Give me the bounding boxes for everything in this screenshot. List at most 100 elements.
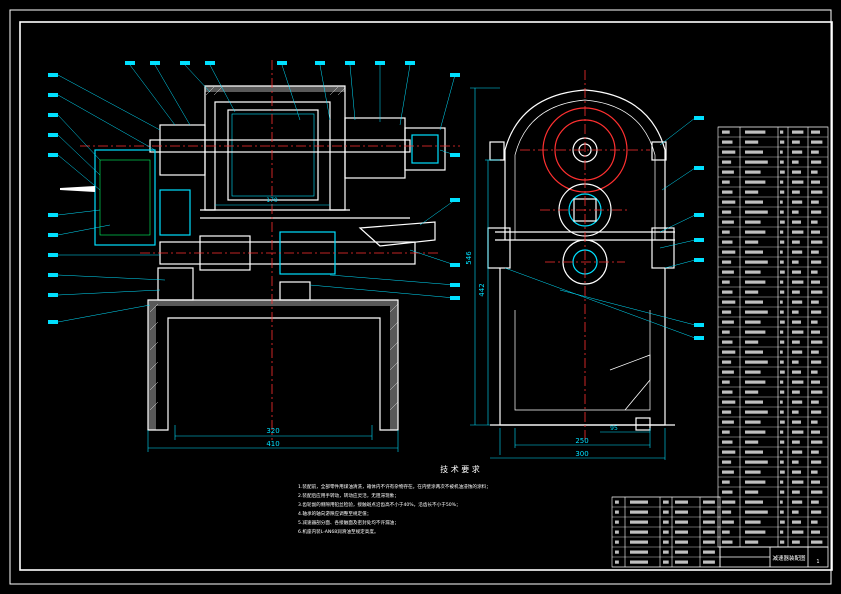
table-cell-glyphs bbox=[811, 380, 820, 384]
table-cell-glyphs bbox=[745, 310, 768, 314]
table-cell-glyphs bbox=[811, 340, 823, 344]
table-cell-glyphs bbox=[630, 550, 648, 554]
table-cell-glyphs bbox=[745, 240, 759, 244]
dim-side-height-total: 546 bbox=[465, 251, 473, 265]
table-cell-glyphs bbox=[745, 520, 761, 524]
table-cell-glyphs bbox=[811, 310, 822, 314]
table-cell-glyphs bbox=[675, 550, 688, 554]
front-dimensions bbox=[147, 204, 399, 452]
table-cell-glyphs bbox=[745, 210, 768, 214]
table-cell-glyphs bbox=[780, 280, 784, 284]
note-line: 5.减速器剖分面、各接触面及密封处均不许漏油； bbox=[298, 519, 399, 526]
table-cell-glyphs bbox=[792, 330, 804, 334]
table-cell-glyphs bbox=[615, 530, 619, 534]
table-cell-glyphs bbox=[615, 540, 619, 544]
table-cell-glyphs bbox=[675, 500, 688, 504]
table-cell-glyphs bbox=[722, 400, 736, 404]
table-cell-glyphs bbox=[811, 480, 820, 484]
note-line: 6.机座内装L-AN68润滑油至规定高度。 bbox=[298, 528, 379, 535]
table-cell-glyphs bbox=[792, 490, 800, 494]
table-cell-glyphs bbox=[745, 470, 761, 474]
dim-side-foot: 95 bbox=[610, 425, 618, 432]
table-cell-glyphs bbox=[615, 500, 619, 504]
table-cell-glyphs bbox=[792, 220, 801, 224]
table-cell-glyphs bbox=[780, 470, 785, 474]
table-cell-glyphs bbox=[780, 210, 784, 214]
table-cell-glyphs bbox=[811, 140, 823, 144]
table-cell-glyphs bbox=[675, 540, 688, 544]
table-cell-glyphs bbox=[722, 500, 736, 504]
front-balloon-marks bbox=[48, 61, 460, 324]
table-cell-glyphs bbox=[745, 330, 766, 334]
table-cell-glyphs bbox=[811, 530, 820, 534]
table-cell-glyphs bbox=[811, 250, 819, 254]
table-cell-glyphs bbox=[811, 180, 820, 184]
table-cell-glyphs bbox=[745, 510, 768, 514]
table-cell-glyphs bbox=[745, 170, 761, 174]
table-cell-glyphs bbox=[792, 480, 804, 484]
table-cell-glyphs bbox=[745, 140, 759, 144]
table-cell-glyphs bbox=[722, 170, 734, 174]
table-cell-glyphs bbox=[722, 310, 732, 314]
table-cell-glyphs bbox=[780, 440, 785, 444]
table-cell-glyphs bbox=[722, 530, 730, 534]
table-cell-glyphs bbox=[780, 500, 783, 504]
dim-side-height-upper: 442 bbox=[478, 283, 486, 296]
dim-front-base-outer: 410 bbox=[266, 440, 279, 448]
table-cell-glyphs bbox=[722, 480, 730, 484]
table-cell-glyphs bbox=[722, 450, 736, 454]
table-cell-glyphs bbox=[745, 220, 761, 224]
table-cell-glyphs bbox=[663, 520, 669, 524]
table-cell-glyphs bbox=[792, 170, 801, 174]
table-cell-glyphs bbox=[780, 150, 783, 154]
table-cell-glyphs bbox=[780, 290, 785, 294]
table-cell-glyphs bbox=[745, 360, 768, 364]
table-cell-glyphs bbox=[722, 140, 733, 144]
title-block-sheet: 1 bbox=[816, 559, 819, 565]
table-cell-glyphs bbox=[722, 240, 733, 244]
table-cell-glyphs bbox=[745, 390, 759, 394]
table-cell-glyphs bbox=[780, 160, 784, 164]
side-dimensions bbox=[470, 87, 666, 460]
table-cell-glyphs bbox=[780, 450, 783, 454]
table-cell-glyphs bbox=[745, 490, 759, 494]
table-cell-glyphs bbox=[703, 550, 715, 554]
table-cell-glyphs bbox=[811, 430, 820, 434]
table-cell-glyphs bbox=[663, 530, 669, 534]
table-cell-glyphs bbox=[811, 130, 820, 134]
table-cell-glyphs bbox=[615, 560, 619, 564]
table-cell-glyphs bbox=[703, 540, 715, 544]
table-cell-glyphs bbox=[792, 200, 803, 204]
table-cell-glyphs bbox=[811, 170, 818, 174]
table-cell-glyphs bbox=[811, 350, 819, 354]
table-cell-glyphs bbox=[663, 510, 669, 514]
table-cell-glyphs bbox=[745, 160, 768, 164]
table-cell-glyphs bbox=[745, 250, 763, 254]
note-line: 3.齿轮副的侧隙用铅丝检验，接触斑点沿齿高不小于40%，沿齿长不小于50%； bbox=[298, 501, 461, 508]
table-cell-glyphs bbox=[722, 420, 734, 424]
table-cell-glyphs bbox=[630, 510, 648, 514]
table-cell-glyphs bbox=[722, 390, 733, 394]
table-cell-glyphs bbox=[792, 160, 799, 164]
table-cell-glyphs bbox=[780, 490, 785, 494]
table-cell-glyphs bbox=[792, 350, 803, 354]
table-cell-glyphs bbox=[745, 290, 759, 294]
table-cell-glyphs bbox=[811, 330, 820, 334]
table-cell-glyphs bbox=[811, 460, 822, 464]
table-cell-glyphs bbox=[745, 180, 766, 184]
table-cell-glyphs bbox=[811, 500, 819, 504]
table-cell-glyphs bbox=[811, 540, 823, 544]
table-cell-glyphs bbox=[722, 270, 734, 274]
table-cell-glyphs bbox=[722, 250, 736, 254]
table-cell-glyphs bbox=[780, 390, 785, 394]
table-cell-glyphs bbox=[745, 350, 763, 354]
table-cell-glyphs bbox=[722, 320, 734, 324]
table-cell-glyphs bbox=[792, 440, 800, 444]
table-cell-glyphs bbox=[722, 290, 733, 294]
table-cell-glyphs bbox=[811, 210, 822, 214]
table-cell-glyphs bbox=[780, 130, 784, 134]
table-cell-glyphs bbox=[722, 190, 733, 194]
side-balloon-marks bbox=[694, 116, 704, 340]
table-cell-glyphs bbox=[792, 250, 803, 254]
table-cell-glyphs bbox=[792, 460, 799, 464]
